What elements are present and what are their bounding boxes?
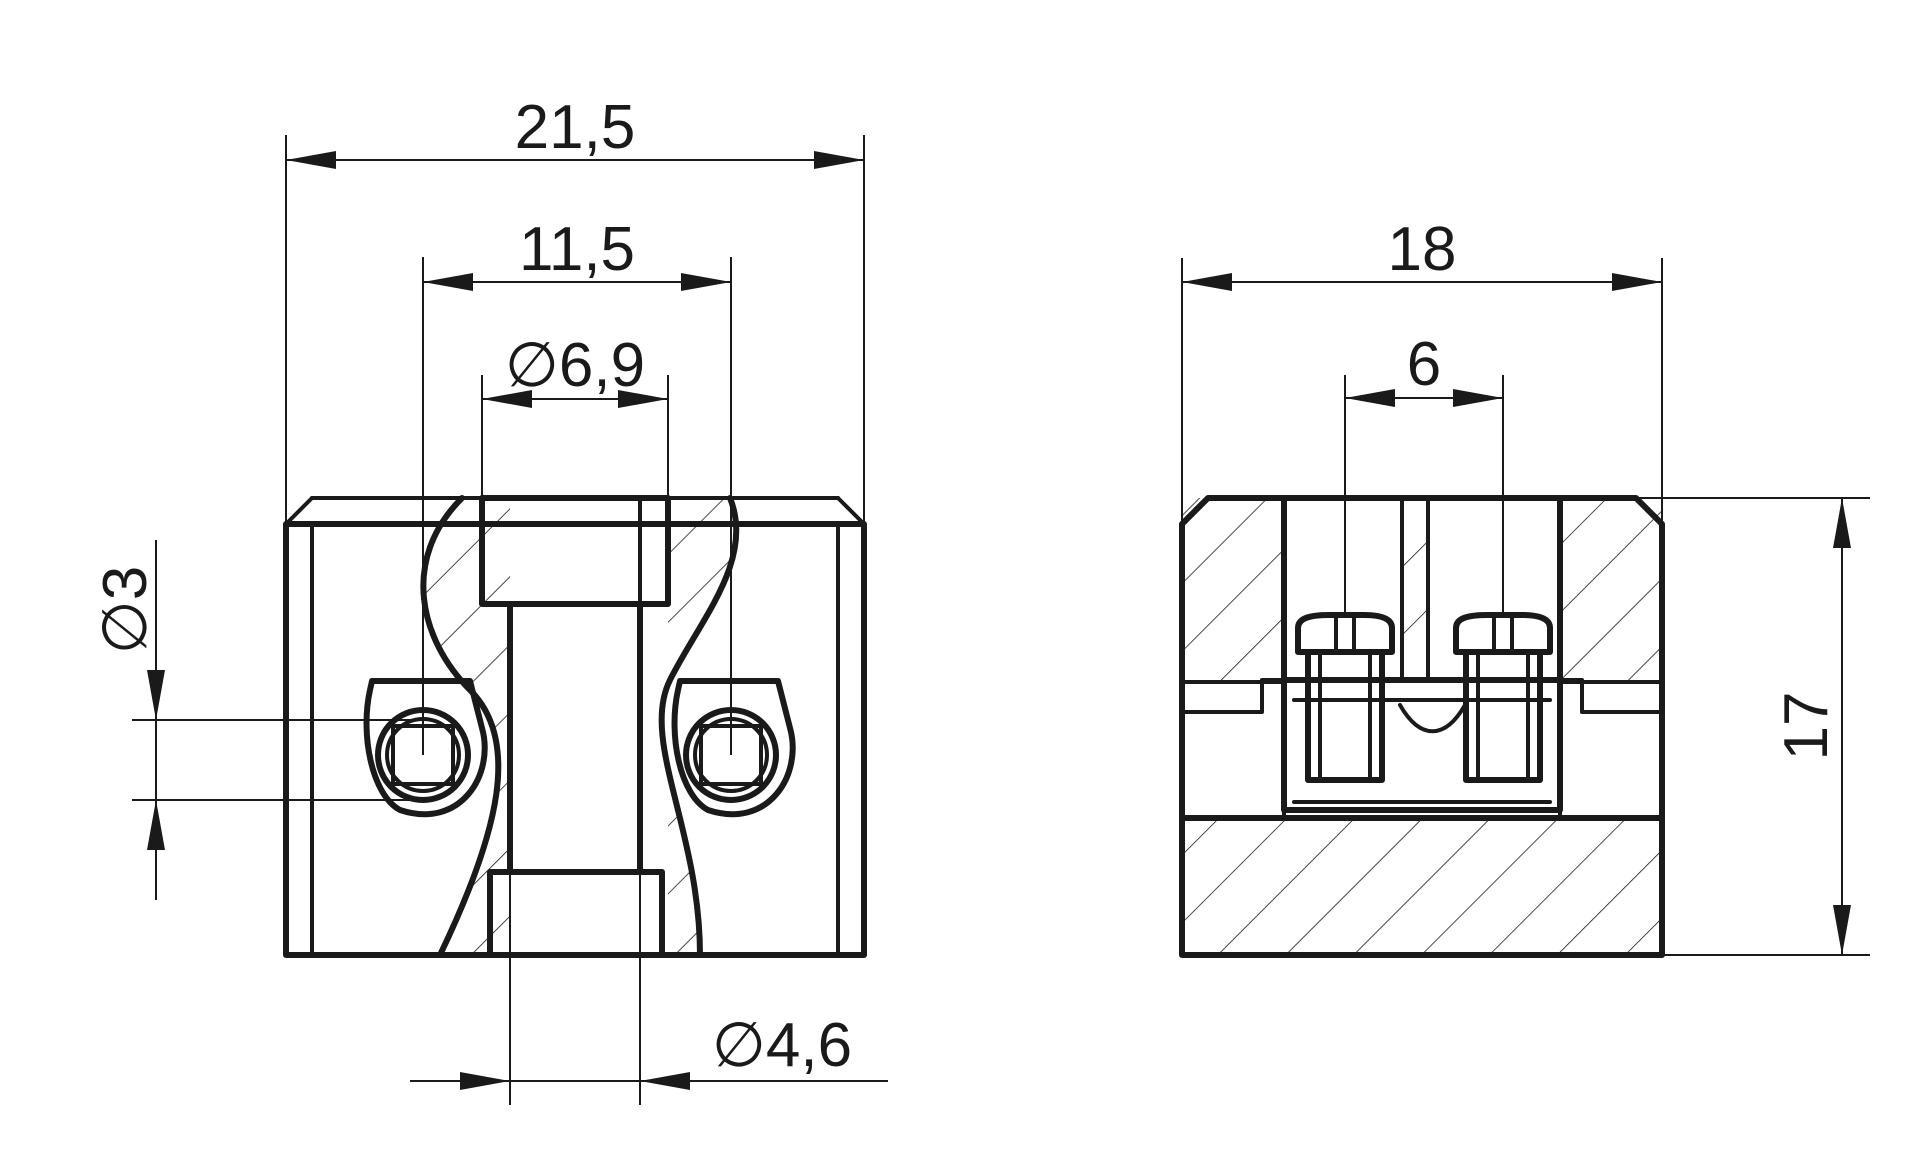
front-body-outline	[283, 496, 867, 958]
side-section-hatch	[1182, 498, 1662, 955]
dim-label-screw-spacing: 6	[1407, 330, 1441, 399]
mounting-bore	[479, 495, 671, 958]
dim-wire-hole: ∅3	[91, 540, 423, 900]
screw-right	[1453, 612, 1553, 783]
terminal-right	[671, 678, 796, 818]
dim-label-overall-width-side: 18	[1388, 215, 1457, 284]
front-view: 21,5 11,5 ∅6,9 ∅3	[91, 93, 888, 1105]
dim-label-mount-counterbore: ∅6,9	[505, 331, 645, 400]
dim-screw-spacing: 6	[1344, 330, 1504, 615]
dim-overall-width-front: 21,5	[285, 93, 865, 524]
dim-label-height: 17	[1772, 692, 1841, 761]
dim-terminal-spacing: 11,5	[422, 215, 732, 755]
dim-height: 17	[1636, 497, 1870, 956]
clamp-channel	[1281, 677, 1563, 813]
screw-left	[1295, 612, 1395, 783]
dim-overall-width-side: 18	[1181, 215, 1663, 524]
dim-label-overall-width-front: 21,5	[515, 93, 636, 162]
dim-mount-counterbore: ∅6,9	[481, 331, 669, 498]
dim-mount-hole: ∅4,6	[410, 872, 888, 1105]
dim-label-wire-hole: ∅3	[91, 566, 160, 655]
side-view: 18 6 17	[1179, 215, 1870, 958]
dim-label-mount-hole: ∅4,6	[712, 1011, 852, 1080]
dim-label-terminal-spacing: 11,5	[519, 215, 635, 284]
terminal-left	[363, 678, 488, 818]
